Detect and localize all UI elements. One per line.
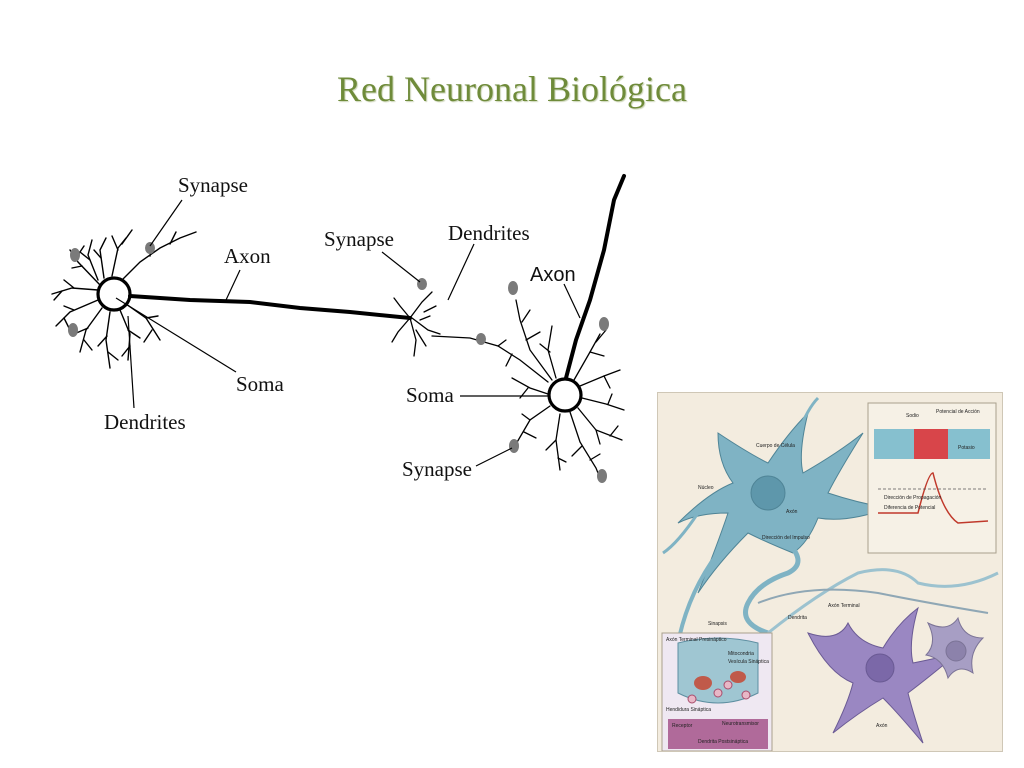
label-axon-bottom: Axón [876, 723, 888, 729]
slide-title: Red Neuronal Biológica [337, 69, 687, 109]
synapse-label-presinaptico: Axón Terminal Presináptico [666, 637, 727, 643]
inset-label-potencial: Potencial de Acción [936, 409, 980, 415]
inset-label-diferencia-potencial: Diferencia de Potencial [884, 505, 935, 511]
label-dendrita: Dendrita [788, 615, 807, 621]
label-soma-left: Soma [236, 372, 285, 396]
label-synapse-right-bottom: Synapse [402, 457, 472, 481]
label-cuerpo-celula: Cuerpo de Célula [756, 443, 795, 449]
action-potential-inset: Sodio Potencial de Acción Potasio Direcc… [867, 402, 997, 554]
label-axon-right: Axon [530, 264, 576, 286]
axon-terminal [391, 291, 441, 357]
right-dendrites [431, 299, 625, 479]
right-soma-circle [547, 377, 583, 413]
label-axon-left: Axon [224, 244, 271, 268]
illustration-svg: Sodio Potencial de Acción Potasio Direcc… [661, 396, 999, 752]
gray-neuron [924, 616, 985, 680]
inset-label-sodio: Sodio [906, 413, 919, 419]
synapse-label-mitocondria: Mitocondria [728, 651, 754, 657]
label-dendrites-right: Dendrites [448, 221, 530, 245]
left-axon [128, 294, 412, 320]
neuron-illustration: Sodio Potencial de Acción Potasio Direcc… [657, 392, 1003, 752]
blue-neuron [662, 396, 890, 644]
synapse-label-hendidura: Hendidura Sináptica [666, 707, 711, 713]
synapse-label-vesicula: Vesícula Sináptica [728, 659, 769, 665]
purple-neuron [807, 606, 959, 744]
right-neuron [431, 174, 626, 479]
synapse-inset: Axón Terminal Presináptico Mitocondria V… [661, 632, 773, 752]
left-soma-circle [96, 276, 132, 312]
label-nucleo: Núcleo [698, 485, 714, 491]
label-dendrites-left: Dendrites [104, 410, 186, 434]
label-synapse-right-top: Synapse [324, 227, 394, 251]
synapse-dots [68, 242, 609, 483]
synapse-label-postsinaptica: Dendrita Postsináptica [698, 739, 748, 745]
synapse-label-receptor: Receptor [672, 723, 693, 729]
label-sinapsis: Sinapsis [708, 621, 727, 627]
label-soma-right: Soma [406, 383, 455, 407]
label-direccion-impulso: Dirección del Impulso [762, 535, 810, 541]
leader-lines [115, 199, 581, 467]
label-synapse-left: Synapse [178, 173, 248, 197]
inset-label-direccion-propagacion: Dirección de Propagación [884, 495, 941, 501]
synapse-label-neurotransmisor: Neurotransmisor [722, 721, 759, 727]
left-neuron [51, 229, 441, 369]
label-axon: Axón [786, 509, 798, 515]
right-axon [564, 174, 626, 380]
inset-label-potasio: Potasio [958, 445, 975, 451]
label-axon-terminal: Axón Terminal [828, 603, 860, 609]
